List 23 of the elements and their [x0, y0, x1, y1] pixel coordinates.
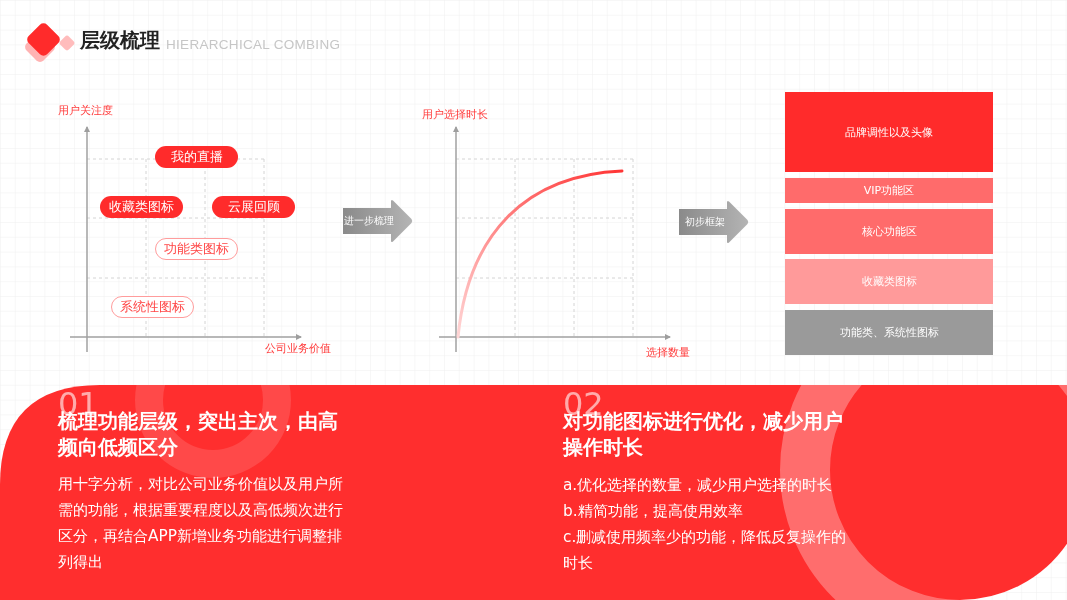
axis-title: 选择数量 [646, 346, 690, 360]
section-text: 用十字分析，对比公司业务价值以及用户所需的功能，根据重要程度以及高低频次进行区分，再结合APP新增业务功能进行调整排列得出 [58, 474, 344, 573]
axis-title: 用户选择时长 [422, 108, 488, 122]
layout-block: 品牌调性以及头像 [785, 92, 993, 172]
content-band [0, 385, 1067, 600]
page-title: 层级梳理 [80, 27, 160, 53]
layout-block: 核心功能区 [785, 209, 993, 254]
layout-block: VIP功能区 [785, 178, 993, 203]
layout-block: 收藏类图标 [785, 259, 993, 304]
feature-tag: 收藏类图标 [100, 196, 183, 218]
step-arrow: 初步框架 [679, 200, 749, 244]
layout-block: 功能类、系统性图标 [785, 310, 993, 355]
page-subtitle: HIERARCHICAL COMBING [166, 37, 341, 53]
feature-tag: 功能类图标 [155, 238, 238, 260]
feature-tag: 系统性图标 [111, 296, 194, 318]
list-item: a.优化选择的数量，减少用户选择的时长 [563, 475, 834, 496]
axis-title: 公司业务价值 [265, 342, 331, 356]
step-arrow: 进一步梳理 [343, 199, 413, 243]
list-item: b.精简功能，提高使用效率 [563, 501, 744, 522]
axis-title: 用户关注度 [58, 104, 113, 118]
feature-tag: 云展回顾 [212, 196, 295, 218]
feature-tag: 我的直播 [155, 146, 238, 168]
list-item: c.删减使用频率少的功能，降低反复操作的时长 [563, 527, 848, 574]
